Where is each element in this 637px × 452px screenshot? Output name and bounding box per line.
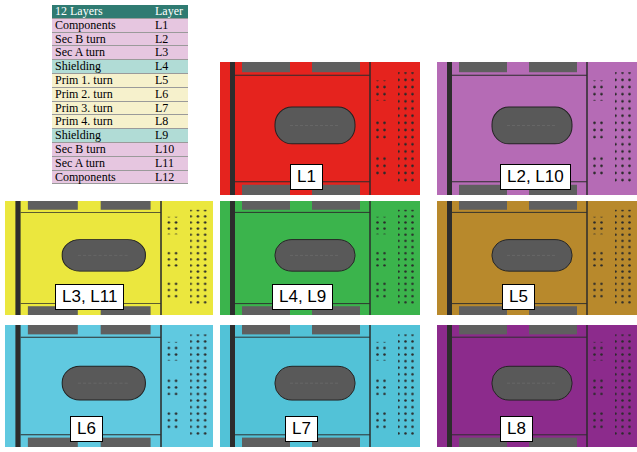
table-cell: Prim 2. turn — [52, 88, 152, 101]
layer-label: L5 — [502, 284, 535, 310]
table-cell: L3 — [152, 46, 188, 59]
table-row: Prim 1. turnL5 — [52, 74, 188, 88]
table-row: ComponentsL1 — [52, 19, 188, 33]
layer-panels — [5, 62, 637, 447]
table-row: Sec B turnL2 — [52, 33, 188, 47]
layer-panel: L1 — [220, 62, 420, 195]
table-cell: L10 — [152, 143, 188, 156]
table-row: ComponentsL12 — [52, 171, 188, 185]
layer-label: L4, L9 — [272, 284, 333, 310]
table-cell: L8 — [152, 115, 188, 128]
table-row: Sec B turnL10 — [52, 143, 188, 157]
table-cell: Prim 1. turn — [52, 74, 152, 87]
table-cell: L11 — [152, 157, 188, 170]
layer-panel: L7 — [220, 325, 420, 447]
table-cell: Prim 3. turn — [52, 102, 152, 115]
table-row: Prim 4. turnL8 — [52, 115, 188, 129]
layer-panel: L4, L9 — [220, 201, 420, 315]
table-row: ShieldingL4 — [52, 60, 188, 74]
table-cell: L5 — [152, 74, 188, 87]
layer-label: L2, L10 — [500, 164, 571, 190]
table-cell: L7 — [152, 102, 188, 115]
table-row: 12 LayersLayer — [52, 5, 188, 19]
table-cell: 12 Layers — [52, 5, 152, 18]
table-cell: Sec A turn — [52, 46, 152, 59]
table-row: Prim 2. turnL6 — [52, 88, 188, 102]
layer-table: 12 LayersLayerComponentsL1Sec B turnL2Se… — [52, 5, 188, 184]
table-cell: L12 — [152, 171, 188, 184]
layer-panel: L5 — [437, 201, 637, 315]
table-row: Sec A turnL3 — [52, 46, 188, 60]
table-cell: Components — [52, 19, 152, 32]
layer-label: L7 — [285, 416, 318, 442]
table-row: Sec A turnL11 — [52, 157, 188, 171]
table-cell: L9 — [152, 129, 188, 142]
table-cell: Sec A turn — [52, 157, 152, 170]
layer-panel: L2, L10 — [437, 62, 637, 195]
table-cell: L4 — [152, 60, 188, 73]
layer-label: L3, L11 — [55, 284, 124, 310]
layer-label: L8 — [500, 416, 533, 442]
layer-panel: L8 — [437, 325, 637, 447]
layer-label: L6 — [70, 416, 103, 442]
table-cell: Prim 4. turn — [52, 115, 152, 128]
table-cell: Components — [52, 171, 152, 184]
table-row: Prim 3. turnL7 — [52, 102, 188, 116]
table-cell: Layer — [152, 5, 188, 18]
layer-panel: L3, L11 — [5, 201, 213, 315]
table-cell: L2 — [152, 33, 188, 46]
table-cell: Sec B turn — [52, 33, 152, 46]
table-cell: L6 — [152, 88, 188, 101]
table-cell: Shielding — [52, 129, 152, 142]
layer-label: L1 — [290, 164, 323, 190]
table-cell: Sec B turn — [52, 143, 152, 156]
layer-panel: L6 — [5, 325, 213, 447]
table-row: ShieldingL9 — [52, 129, 188, 143]
table-cell: L1 — [152, 19, 188, 32]
table-cell: Shielding — [52, 60, 152, 73]
